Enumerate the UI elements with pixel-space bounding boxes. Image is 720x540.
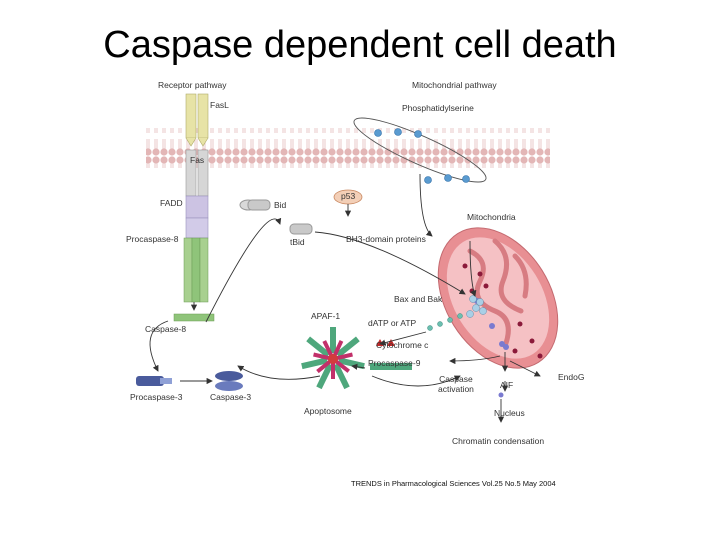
label-bax-bak: Bax and Bak: [394, 294, 443, 304]
label-caspase-3: Caspase-3: [210, 392, 252, 402]
label-endog: EndoG: [558, 372, 585, 382]
label-bid: Bid: [274, 200, 287, 210]
label-procaspase-3: Procaspase-3: [130, 392, 183, 402]
apoptosome: [301, 327, 365, 390]
label-fadd: FADD: [160, 198, 183, 208]
label-caspase-activation: Caspase activation: [438, 374, 474, 394]
label-cytochrome-c: Cytochrome c: [376, 340, 429, 350]
caspase-8-fragment: [173, 313, 215, 322]
label-datp: dATP or ATP: [368, 318, 417, 328]
label-procaspase-9: Procaspase-9: [368, 358, 421, 368]
label-chromatin-condensation: Chromatin condensation: [452, 436, 545, 446]
label-mitochondria: Mitochondria: [467, 212, 516, 222]
label-receptor-pathway: Receptor pathway: [158, 80, 227, 90]
nucleus-marker: [498, 392, 504, 398]
label-caspase-8: Caspase-8: [145, 324, 187, 334]
fas-ligand: [185, 93, 209, 147]
mitochondrion: [437, 227, 559, 369]
label-fasl: FasL: [210, 100, 229, 110]
label-aif: AIF: [500, 380, 514, 390]
procaspase-8-complex: [183, 237, 209, 303]
label-tbid: tBid: [290, 237, 305, 247]
procaspase-3-shape: [136, 376, 172, 386]
label-apaf-1: APAF-1: [311, 311, 341, 321]
label-p53: p53: [341, 191, 356, 201]
cytochrome-c-dots: [427, 313, 463, 331]
procaspase-9-bar: [370, 363, 412, 370]
aif-marker: [503, 344, 509, 350]
tbid-protein: [289, 223, 313, 235]
label-nucleus: Nucleus: [494, 408, 525, 418]
pathway-arrows: [149, 173, 541, 423]
phosphatidylserine-cycle: [353, 117, 487, 183]
caspase-3-shape: [215, 371, 243, 391]
label-fas: Fas: [190, 155, 205, 165]
fas-receptor: [185, 149, 209, 239]
cell-membrane: [146, 128, 550, 168]
apoptosis-pathway-diagram: Receptor pathway Mitochondrial pathway F…: [120, 76, 584, 496]
bid-protein: [239, 199, 271, 211]
diagram-graphics: [136, 93, 559, 423]
figure-caption: TRENDS in Pharmacological Sciences Vol.2…: [351, 479, 556, 488]
label-bh3-proteins: BH3-domain proteins: [346, 234, 426, 244]
label-phosphatidylserine: Phosphatidylserine: [402, 103, 474, 113]
label-procaspase-8: Procaspase-8: [126, 234, 179, 244]
label-mitochondrial-pathway: Mitochondrial pathway: [412, 80, 497, 90]
phosphatidylserine-dots: [374, 128, 470, 184]
label-apoptosome: Apoptosome: [304, 406, 352, 416]
slide-title: Caspase dependent cell death: [103, 24, 617, 66]
